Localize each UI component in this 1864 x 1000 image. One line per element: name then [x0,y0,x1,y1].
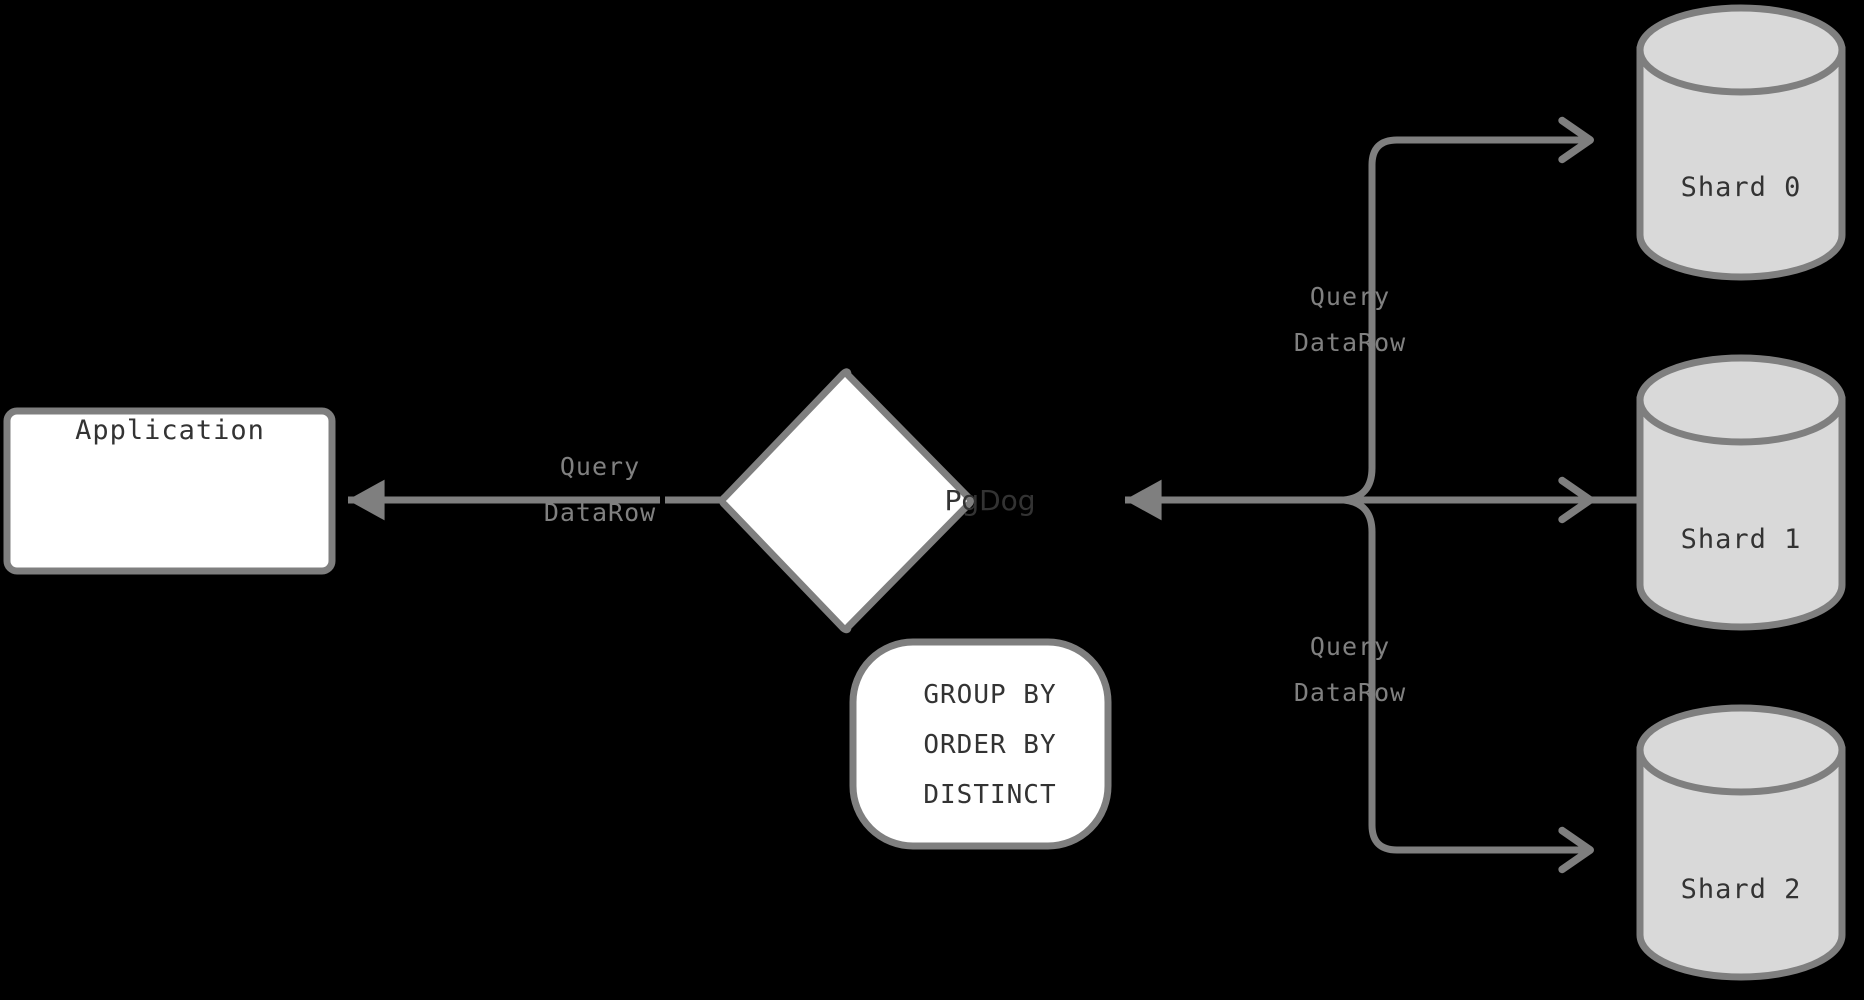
application-box [3,407,336,575]
shard0-node[interactable] [1636,4,1846,281]
edge-junction-top [1340,464,1376,504]
edge-line-pgdog-shard0 [1368,116,1594,468]
edge-pgdog-to-shard0 [1340,116,1594,504]
shard2-cylinder-body [1636,746,1846,981]
shard0-cylinder-top [1636,4,1846,96]
shard0-cylinder-body [1636,46,1846,281]
shard2-node[interactable] [1636,704,1846,981]
pgdog-node[interactable] [719,368,974,634]
shard1-cylinder-body [1636,396,1846,631]
application-node[interactable] [3,407,336,575]
shard2-cylinder-top [1636,704,1846,796]
operations-node[interactable] [849,638,1112,850]
shard1-cylinder-top [1636,354,1846,446]
edge-pgdog-to-shard2 [1340,496,1594,874]
shard1-node[interactable] [1636,354,1846,631]
edge-junction-bottom [1340,496,1376,536]
operations-box [849,638,1112,850]
edge-line-pgdog-shard2 [1368,532,1594,874]
pgdog-diamond [719,368,974,634]
